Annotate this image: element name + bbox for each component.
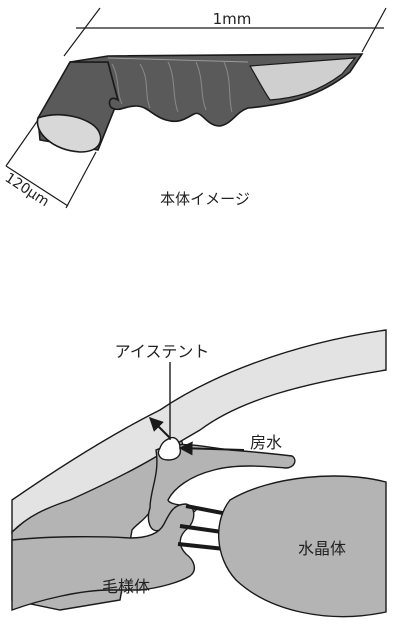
length-label: 1mm bbox=[213, 10, 252, 28]
length-dimension bbox=[63, 7, 387, 57]
stent-label: アイステント bbox=[115, 342, 210, 361]
aqueous-flow-arrow bbox=[178, 441, 245, 456]
stent-inlet-opening bbox=[36, 114, 102, 153]
stent-channel bbox=[248, 57, 357, 101]
caption-body-image: 本体イメージ bbox=[160, 190, 250, 208]
stent-body-illustration bbox=[36, 53, 364, 153]
diameter-dimension bbox=[5, 119, 97, 209]
lens-label: 水晶体 bbox=[298, 539, 346, 558]
cornea bbox=[11, 329, 387, 534]
aqueous-label: 房水 bbox=[250, 433, 282, 452]
stent-arrow bbox=[149, 417, 171, 439]
eye-cross-section bbox=[11, 329, 387, 618]
lens bbox=[218, 475, 387, 618]
ciliary-label: 毛様体 bbox=[102, 577, 150, 596]
